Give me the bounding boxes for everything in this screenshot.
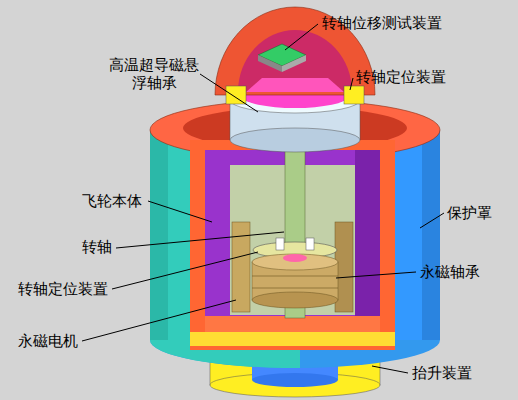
part-label: 抬升装置 bbox=[412, 364, 472, 382]
part-label: 飞轮本体 bbox=[82, 192, 142, 210]
part-label: 永磁轴承 bbox=[420, 263, 480, 281]
part-label: 转轴定位装置 bbox=[18, 280, 108, 298]
part-label: 永磁电机 bbox=[18, 332, 78, 350]
part-label: 高温超导磁悬浮轴承 bbox=[108, 56, 200, 92]
part-label: 转轴 bbox=[82, 238, 112, 256]
part-label: 保护罩 bbox=[447, 204, 492, 222]
part-label: 转轴位移测试装置 bbox=[322, 14, 442, 32]
part-label: 转轴定位装置 bbox=[356, 68, 446, 86]
